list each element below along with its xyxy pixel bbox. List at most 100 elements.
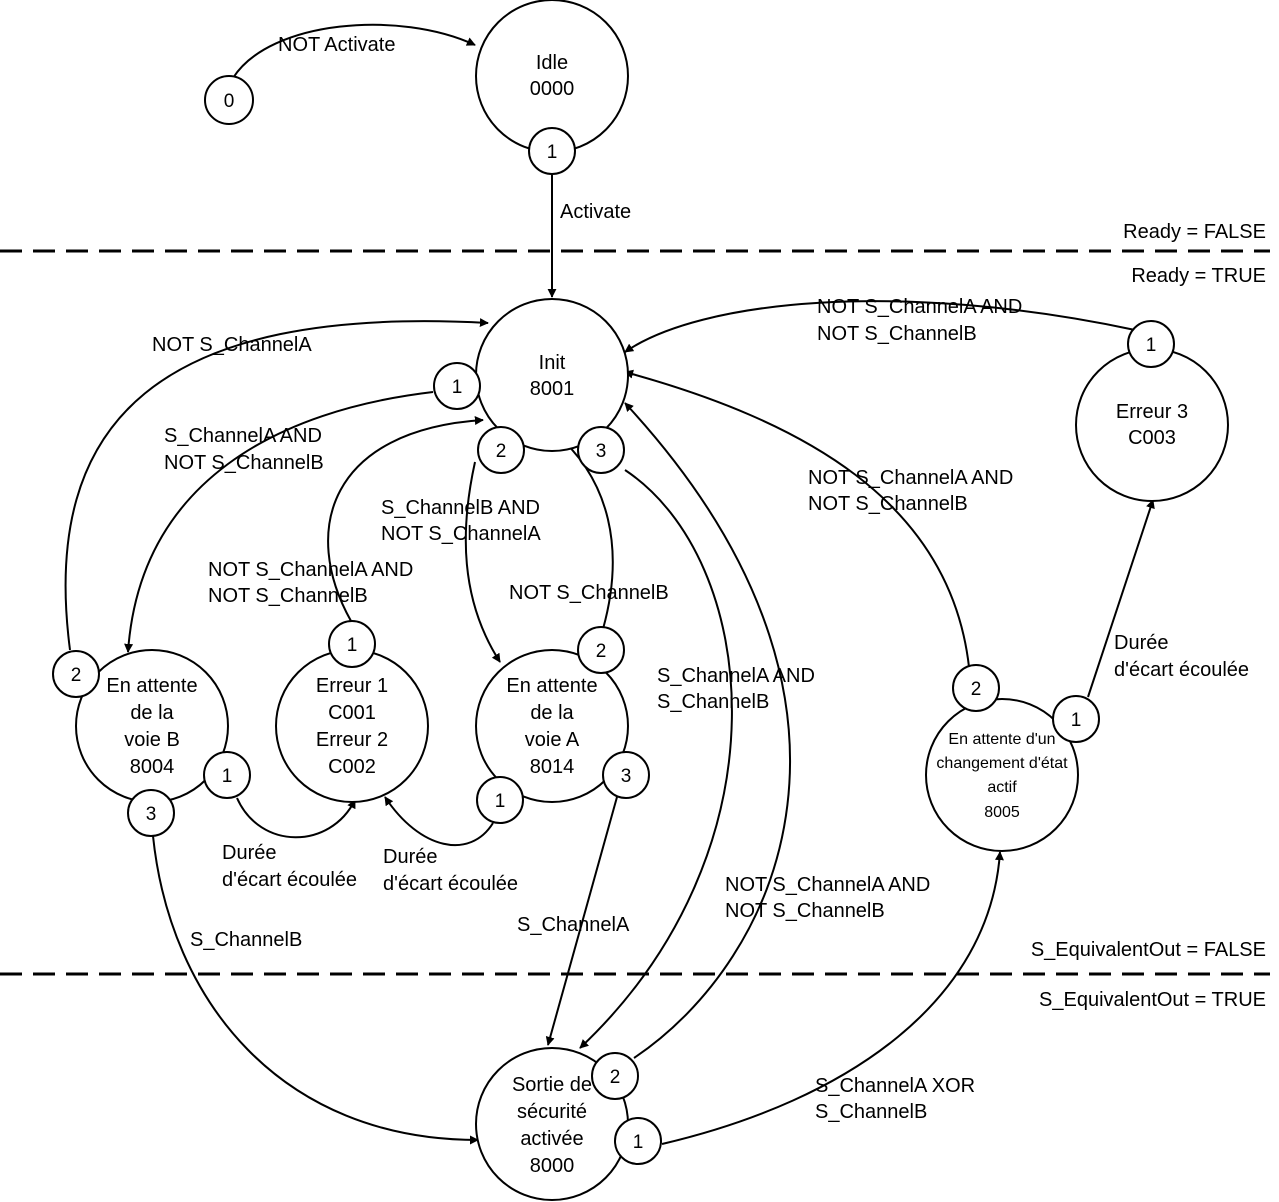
label-init-to-waitb-2: NOT S_ChannelB (164, 452, 324, 474)
port-safety-1 (614, 1117, 662, 1165)
state-wait-a-line3: voie A (525, 729, 580, 751)
state-errors-1-2 (275, 649, 429, 803)
label-waitc-to-init-1: NOT S_ChannelA AND (808, 467, 1013, 489)
state-wait-change (925, 698, 1079, 852)
edge-init-to-waita (464, 461, 501, 663)
label-waita-timeout-1: Durée (383, 846, 437, 868)
edge-init-to-safety (579, 469, 733, 1049)
state-wait-b-line1: En attente (106, 675, 197, 697)
label-safety-to-waitc-2: S_ChannelB (815, 1101, 927, 1123)
port-waita-1 (476, 776, 524, 824)
state-wait-b-code: 8004 (130, 756, 175, 778)
edge-safety-to-init (624, 402, 792, 1059)
state-init-name: Init (539, 352, 566, 374)
label-waita-to-init: NOT S_ChannelB (509, 582, 669, 604)
label-waita-to-safety: S_ChannelA (517, 914, 630, 936)
port-safety-2-label: 2 (610, 1067, 621, 1088)
state-wait-change-line1: En attente d'un (948, 731, 1055, 748)
edge-waita-to-safety (545, 796, 618, 1046)
port-waitb-1 (203, 751, 251, 799)
state-wait-b-line3: voie B (124, 729, 180, 751)
edge-waitc-to-init (624, 369, 970, 668)
label-waitb-timeout-1: Durée (222, 842, 276, 864)
edge-err12-to-init (327, 416, 484, 622)
label-activate: Activate (560, 201, 631, 223)
port-idle-1 (528, 127, 576, 175)
port-waita-1-label: 1 (495, 791, 506, 812)
port-waitc-1-label: 1 (1071, 710, 1082, 731)
state-safety-line1: Sortie de (512, 1074, 592, 1096)
port-waitc-2 (952, 664, 1000, 712)
state-err3-name: Erreur 3 (1116, 401, 1188, 423)
port-waita-2-label: 2 (596, 641, 607, 662)
port-init-2-label: 2 (496, 441, 507, 462)
port-safety-2 (591, 1052, 639, 1100)
state-error-3 (1075, 348, 1229, 502)
label-init-to-safety-2: S_ChannelB (657, 691, 769, 713)
port-init-2 (477, 426, 525, 474)
state-wait-a-line2: de la (530, 702, 574, 724)
label-init-to-waitb-1: S_ChannelA AND (164, 425, 322, 447)
state-err12-line3: Erreur 2 (316, 729, 388, 751)
state-wait-a-line1: En attente (506, 675, 597, 697)
port-err12-1 (328, 620, 376, 668)
port-waitb-2-label: 2 (71, 665, 82, 686)
zone-equiv-true: S_EquivalentOut = TRUE (1039, 989, 1266, 1011)
port-init-3 (577, 426, 625, 474)
port-waitc-2-label: 2 (971, 679, 982, 700)
label-waitc-to-err3-1: Durée (1114, 632, 1168, 654)
port-waitc-1 (1052, 695, 1100, 743)
state-wait-change-line2: changement d'état (936, 755, 1068, 772)
port-waita-3-label: 3 (621, 766, 632, 787)
edge-start-to-idle (232, 23, 476, 79)
label-err12-to-init-1: NOT S_ChannelA AND (208, 559, 413, 581)
state-wait-change-line3: actif (987, 779, 1017, 796)
port-waitb-3 (127, 789, 175, 837)
state-safety-code: 8000 (530, 1155, 575, 1177)
state-idle-code: 0000 (530, 78, 575, 100)
port-idle-1-label: 1 (547, 142, 558, 163)
edge-waita-timeout (384, 796, 494, 847)
state-safety-line3: activée (520, 1128, 583, 1150)
label-err12-to-init-2: NOT S_ChannelB (208, 585, 368, 607)
zone-ready-false: Ready = FALSE (1123, 221, 1266, 243)
state-idle-name: Idle (536, 52, 568, 74)
state-wait-change-code: 8005 (984, 804, 1020, 821)
label-init-to-safety-1: S_ChannelA AND (657, 665, 815, 687)
port-waita-2 (577, 626, 625, 674)
edge-waitb-timeout (236, 797, 356, 839)
initial-state-node (204, 75, 254, 125)
port-waitb-2 (52, 650, 100, 698)
state-err12-line4: C002 (328, 756, 376, 778)
label-err3-to-init-1: NOT S_ChannelA AND (817, 296, 1022, 318)
port-init-1 (433, 362, 481, 410)
edge-waitb-to-safety (152, 835, 479, 1145)
port-err3-1-label: 1 (1146, 335, 1157, 356)
label-safety-to-init-1: NOT S_ChannelA AND (725, 874, 930, 896)
edge-err3-to-init (624, 300, 1136, 353)
zone-ready-true: Ready = TRUE (1131, 265, 1266, 287)
edge-waitb-to-init (64, 318, 489, 651)
label-not-activate: NOT Activate (278, 34, 395, 56)
label-safety-to-waitc-1: S_ChannelA XOR (815, 1075, 975, 1097)
label-safety-to-init-2: NOT S_ChannelB (725, 900, 885, 922)
edge-safety-to-waitc (661, 851, 1004, 1145)
port-waita-3 (602, 751, 650, 799)
label-waitc-to-err3-2: d'écart écoulée (1114, 659, 1249, 681)
port-init-1-label: 1 (452, 377, 463, 398)
label-waitb-to-safety: S_ChannelB (190, 929, 302, 951)
port-waitb-3-label: 3 (146, 804, 157, 825)
port-err12-1-label: 1 (347, 635, 358, 656)
port-safety-1-label: 1 (633, 1132, 644, 1153)
port-init-3-label: 3 (596, 441, 607, 462)
label-waitc-to-init-2: NOT S_ChannelB (808, 493, 968, 515)
port-waitb-1-label: 1 (222, 766, 233, 787)
label-waitb-timeout-2: d'écart écoulée (222, 869, 357, 891)
state-wait-a-code: 8014 (530, 756, 575, 778)
port-err3-1 (1127, 320, 1175, 368)
edge-waita-to-init (554, 432, 614, 630)
initial-state-label: 0 (224, 91, 235, 112)
state-err12-line1: Erreur 1 (316, 675, 388, 697)
state-safety-line2: sécurité (517, 1101, 587, 1123)
